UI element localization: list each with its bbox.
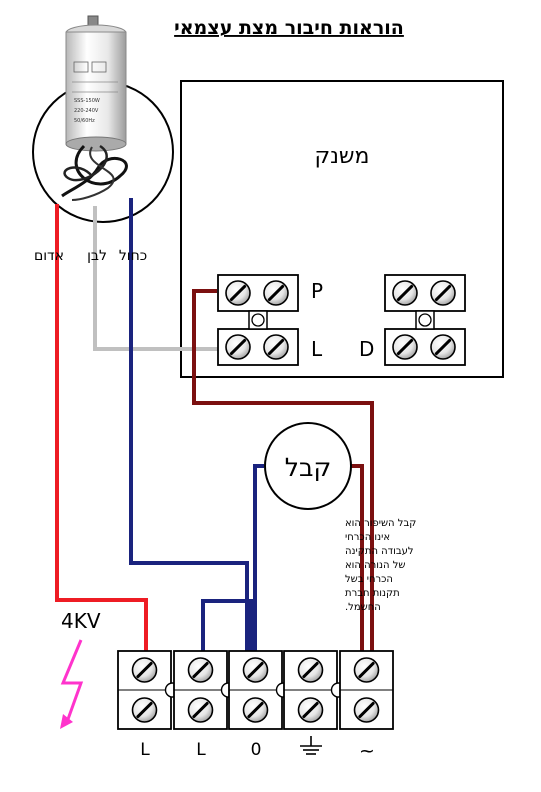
ground-icon xyxy=(300,736,322,755)
blue-jumper-wire xyxy=(201,599,253,652)
screw-icon xyxy=(353,697,380,723)
blue-wire xyxy=(129,198,249,652)
capacitor-label: קבל xyxy=(285,453,331,482)
transformer-terminals xyxy=(217,274,466,366)
wires xyxy=(55,198,374,652)
transformer-box xyxy=(180,80,504,378)
page-title: הוראות חיבור מצת עצמאי xyxy=(174,17,404,39)
wire-label-red: אדום xyxy=(34,248,64,264)
capacitor-note-line: החשמל. xyxy=(345,602,381,613)
transformer-terminal-left-top xyxy=(217,274,299,312)
screw-icon xyxy=(242,657,269,683)
terminal-strip-label: ~ xyxy=(359,740,375,762)
terminal-label-l: L xyxy=(311,337,323,361)
red-wire xyxy=(55,204,148,652)
terminal-block xyxy=(117,650,172,730)
screw-icon xyxy=(392,280,418,306)
screw-icon xyxy=(297,697,324,723)
terminal-strip-label: L xyxy=(196,740,206,760)
screw-icon xyxy=(131,697,158,723)
screw-icon xyxy=(353,657,380,683)
capacitor-note: קבל השיפור הוא אינו הכרחי לעבודה התקינה … xyxy=(345,518,416,613)
capacitor-note-line: תקנות חברת xyxy=(345,588,400,599)
capacitor-note-line: לעבודה התקינה xyxy=(345,546,414,557)
terminal-block xyxy=(283,650,338,730)
terminal-label-p: P xyxy=(311,279,323,303)
capacitor-note-line: אינו הכרחי xyxy=(345,532,390,543)
screw-icon xyxy=(297,657,324,683)
terminal-strip-label: 0 xyxy=(251,740,262,760)
brown-wire-p xyxy=(192,289,374,652)
spark-icon xyxy=(60,639,84,729)
igniter-print-frequency: 50/60Hz xyxy=(74,118,95,124)
screw-icon xyxy=(187,697,214,723)
capacitor-blue-wire xyxy=(253,464,264,652)
igniter-print-model: SSS-150W xyxy=(74,98,100,104)
white-wire xyxy=(93,206,218,351)
transformer-terminal-right-bottom xyxy=(384,328,466,366)
wire-label-blue: כחול xyxy=(119,248,147,264)
main-terminal-strip xyxy=(117,650,394,730)
terminal-link xyxy=(415,310,435,330)
capacitor-note-line: הכרחי בשל xyxy=(345,574,393,585)
igniter-print-voltage: 220-240V xyxy=(74,108,99,114)
terminal-block xyxy=(339,650,394,730)
transformer-terminal-left-bottom xyxy=(217,328,299,366)
terminal-label-d: D xyxy=(359,337,374,361)
transformer-label: משנק xyxy=(315,144,370,169)
screw-icon xyxy=(225,280,251,306)
capacitor-circle xyxy=(264,422,352,510)
screw-icon xyxy=(187,657,214,683)
capacitor-note-line: של הנורה הוא xyxy=(345,560,406,571)
capacitor-note-line: קבל השיפור הוא xyxy=(345,518,416,529)
igniter-image: SSS-150W 220-240V 50/60Hz xyxy=(61,15,128,201)
screw-icon xyxy=(392,334,418,360)
terminal-block xyxy=(173,650,228,730)
screw-icon xyxy=(430,280,456,306)
screw-icon xyxy=(225,334,251,360)
screw-icon xyxy=(131,657,158,683)
screw-icon xyxy=(430,334,456,360)
transformer-terminal-right-top xyxy=(384,274,466,312)
voltage-label: 4KV xyxy=(61,609,101,633)
terminal-link xyxy=(248,310,268,330)
igniter: SSS-150W 220-240V 50/60Hz xyxy=(32,15,174,223)
screw-icon xyxy=(263,334,289,360)
screw-icon xyxy=(263,280,289,306)
wire-label-white: לבן xyxy=(87,248,107,264)
screw-icon xyxy=(242,697,269,723)
terminal-block xyxy=(228,650,283,730)
terminal-strip-label: L xyxy=(140,740,150,760)
capacitor-brown-wire xyxy=(351,464,364,652)
